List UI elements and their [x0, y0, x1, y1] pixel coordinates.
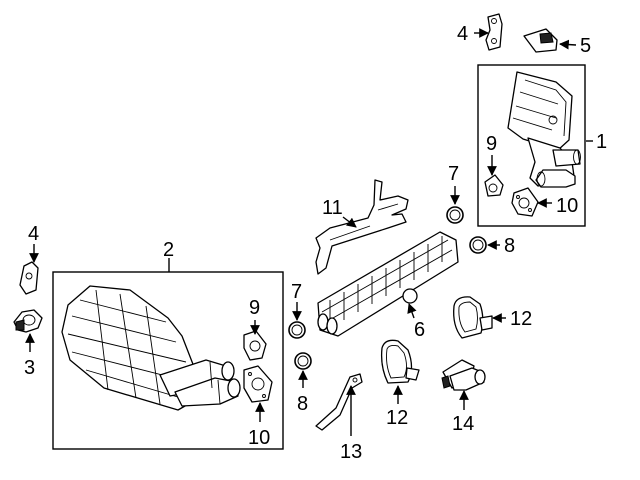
leader-lines — [25, 28, 593, 436]
assembly-box-1 — [477, 64, 586, 227]
callout-14: 14 — [452, 413, 474, 435]
part-10-flange-right[interactable] — [511, 187, 539, 217]
callout-10-left: 10 — [248, 427, 270, 449]
callout-3: 3 — [24, 357, 35, 379]
callout-10-right: 10 — [556, 195, 578, 217]
callout-9-right: 9 — [486, 133, 497, 155]
part-3-hanger[interactable] — [13, 309, 43, 333]
callout-12-lower: 12 — [386, 407, 408, 429]
callout-8-right: 8 — [504, 235, 515, 257]
callout-1: 1 — [596, 131, 607, 153]
callout-11: 11 — [322, 197, 343, 219]
callout-12-right: 12 — [510, 308, 532, 330]
part-7-ring-upper[interactable] — [446, 206, 464, 224]
part-13-bracket[interactable] — [315, 373, 363, 431]
callout-6: 6 — [414, 319, 425, 341]
part-12-strap-lower[interactable] — [380, 339, 420, 384]
callout-13: 13 — [340, 441, 362, 463]
callout-5: 5 — [580, 35, 591, 57]
callout-8-lower: 8 — [297, 393, 308, 415]
part-8-ring-lower[interactable] — [294, 352, 312, 370]
callout-4-left: 4 — [28, 223, 39, 245]
part-9-gasket-left[interactable] — [243, 330, 267, 361]
callout-9-left: 9 — [249, 297, 260, 319]
part-12-strap-right[interactable] — [453, 296, 493, 339]
part-11-bracket[interactable] — [315, 179, 409, 275]
part-1-front-muffler[interactable] — [507, 71, 581, 188]
part-4-bracket-top[interactable] — [485, 13, 503, 51]
assembly-box-2 — [52, 271, 284, 450]
part-4-bracket-left[interactable] — [19, 261, 39, 295]
part-6-center-pipe[interactable] — [317, 231, 459, 337]
part-9-gasket-right[interactable] — [484, 174, 504, 197]
part-10-flange-left[interactable] — [243, 365, 273, 403]
part-14-valve[interactable] — [441, 359, 486, 391]
callout-7-left: 7 — [291, 281, 302, 303]
part-2-rear-muffler[interactable] — [61, 285, 241, 411]
callout-7-upper: 7 — [448, 163, 459, 185]
callout-2: 2 — [163, 239, 174, 261]
callout-labels: 1 2 3 4 4 5 6 7 7 8 8 9 9 10 10 11 12 12… — [24, 23, 607, 463]
part-8-ring-right[interactable] — [469, 236, 487, 254]
callout-4-top: 4 — [457, 23, 468, 45]
part-5-hanger[interactable] — [523, 28, 558, 53]
part-7-ring-left[interactable] — [288, 321, 306, 339]
